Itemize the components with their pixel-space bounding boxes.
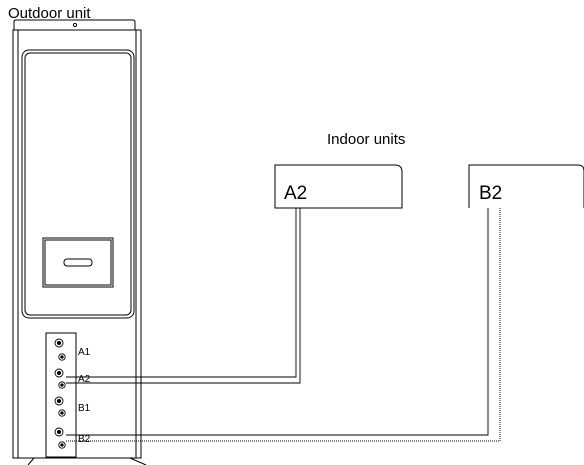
port-label-a2: A2: [78, 374, 91, 385]
front-panel: [21, 49, 135, 319]
outdoor-unit: [12, 19, 147, 465]
handle-recess-inner: [44, 239, 112, 286]
top-screw: [72, 22, 78, 28]
pipe-to-a2: [66, 208, 301, 384]
pipe-to-b2: [66, 208, 501, 442]
handle-grip: [63, 258, 93, 267]
indoor-unit-a2: [274, 164, 403, 209]
left-foot: [27, 457, 35, 465]
port-label-b1: B1: [78, 403, 91, 414]
indoor-unit-b2-label: B2: [479, 183, 503, 204]
valve-icon: [54, 368, 66, 389]
outdoor-unit-title: Outdoor unit: [8, 5, 91, 22]
valve-icon: [54, 338, 66, 361]
valve-icon: [54, 427, 66, 449]
front-panel-inner: [24, 52, 132, 316]
right-foot: [129, 457, 147, 465]
port-label-b2: B2: [78, 434, 91, 445]
valve-icon: [54, 396, 66, 417]
outdoor-unit-top-cap: [13, 19, 136, 30]
indoor-units-title: Indoor units: [327, 131, 406, 148]
valves: [54, 338, 66, 449]
indoor-unit-a2-label: A2: [284, 183, 308, 204]
handle-recess: [42, 237, 114, 288]
valve-panel: [45, 332, 77, 458]
outdoor-unit-body: [12, 29, 142, 459]
port-label-a1: A1: [78, 347, 91, 358]
